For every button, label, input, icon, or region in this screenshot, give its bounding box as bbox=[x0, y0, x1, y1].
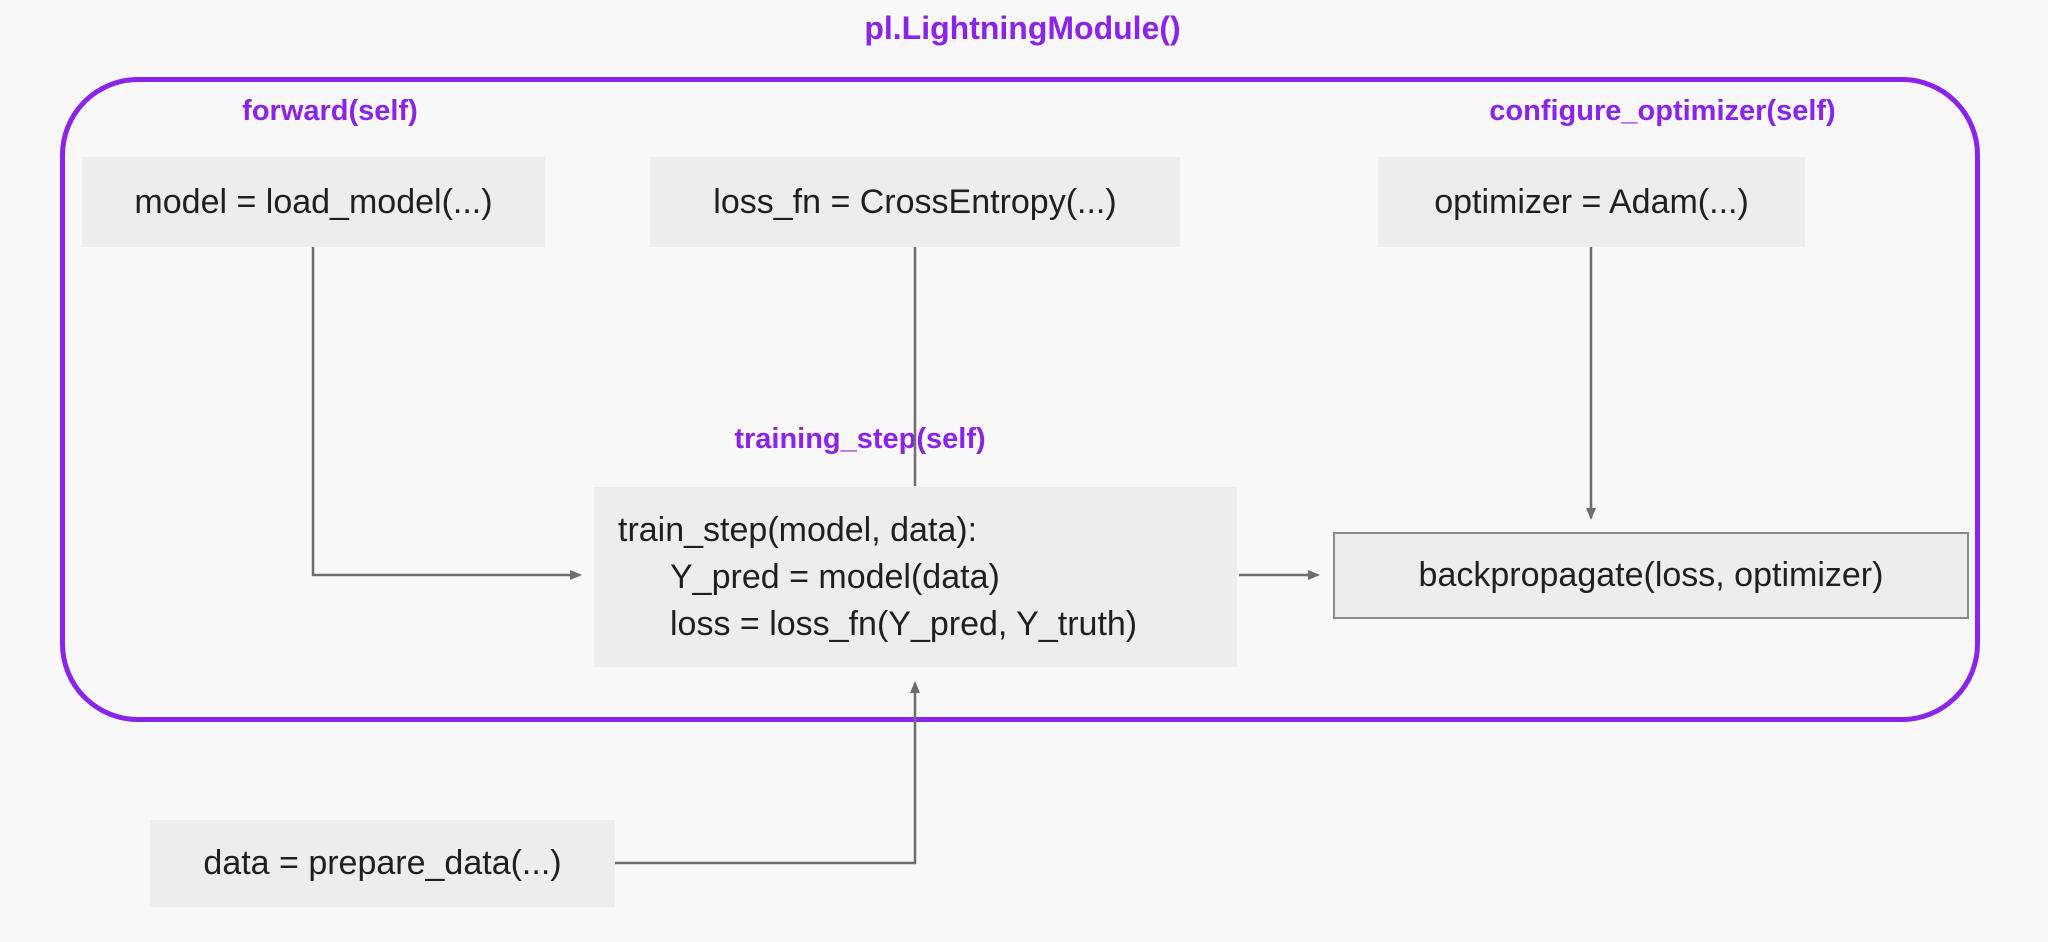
train-step-line-2: Y_pred = model(data) bbox=[670, 557, 1000, 596]
diagram-title: pl.LightningModule() bbox=[864, 10, 1181, 46]
label-forward: forward(self) bbox=[242, 95, 418, 127]
box-backpropagate: backpropagate(loss, optimizer) bbox=[1333, 532, 1969, 619]
label-training-step: training_step(self) bbox=[734, 423, 986, 455]
box-load-model: model = load_model(...) bbox=[82, 157, 545, 247]
train-step-line-3: loss = loss_fn(Y_pred, Y_truth) bbox=[670, 604, 1138, 643]
train-step-line-1: train_step(model, data): bbox=[618, 510, 978, 549]
box-optimizer: optimizer = Adam(...) bbox=[1378, 157, 1805, 247]
box-loss-fn: loss_fn = CrossEntropy(...) bbox=[650, 157, 1180, 247]
box-prepare-data: data = prepare_data(...) bbox=[150, 820, 615, 907]
label-configure-optimizer: configure_optimizer(self) bbox=[1489, 95, 1836, 127]
lightning-module-container bbox=[60, 77, 1980, 722]
box-train-step: train_step(model, data): Y_pred = model(… bbox=[594, 487, 1237, 667]
